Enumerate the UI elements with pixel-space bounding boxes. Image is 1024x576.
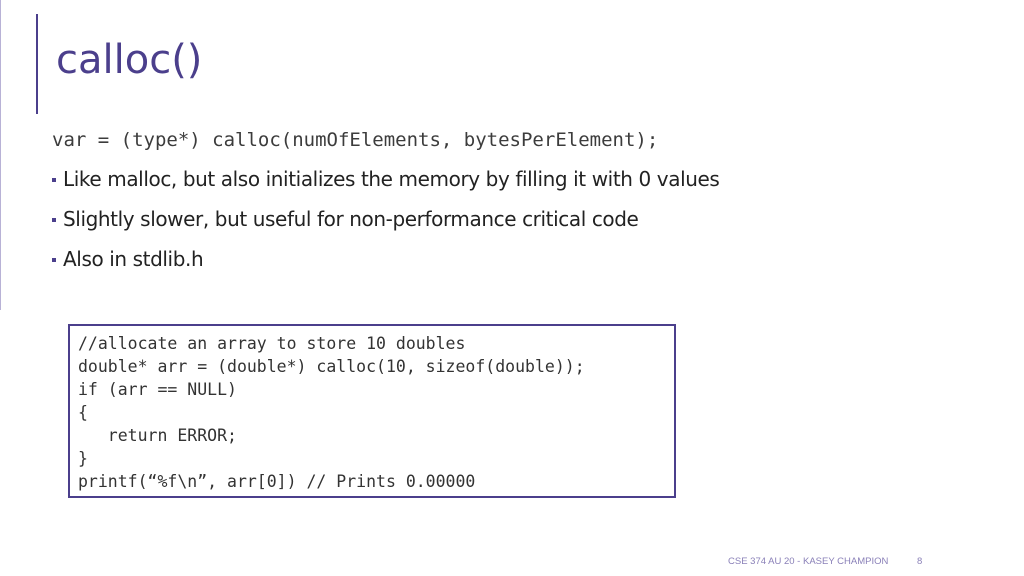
bullet-text: Slightly slower, but useful for non-perf… xyxy=(63,207,639,231)
footer-credit: CSE 374 AU 20 - KASEY CHAMPION xyxy=(728,556,889,567)
left-decorative-rule xyxy=(0,0,1,310)
title-accent-rule xyxy=(36,14,38,114)
code-line: //allocate an array to store 10 doubles xyxy=(78,334,466,353)
code-line: { xyxy=(78,403,88,422)
bullet-item: Like malloc, but also initializes the me… xyxy=(52,164,720,194)
code-line: } xyxy=(78,449,88,468)
calloc-signature: var = (type*) calloc(numOfElements, byte… xyxy=(52,129,659,151)
code-line: double* arr = (double*) calloc(10, sizeo… xyxy=(78,357,585,376)
bullet-square-icon xyxy=(52,217,56,222)
bullet-text: Also in stdlib.h xyxy=(63,247,204,271)
code-example-box: //allocate an array to store 10 doubles … xyxy=(68,324,676,498)
slide-page-number: 8 xyxy=(917,556,923,567)
slide-title: calloc() xyxy=(56,37,203,83)
bullet-item: Slightly slower, but useful for non-perf… xyxy=(52,204,719,234)
code-line: return ERROR; xyxy=(78,426,237,445)
bullet-text: Like malloc, but also initializes the me… xyxy=(63,167,720,191)
code-line: printf(“%f\n”, arr[0]) // Prints 0.00000 xyxy=(78,472,476,491)
bullet-square-icon xyxy=(52,257,56,262)
bullet-list: Like malloc, but also initializes the me… xyxy=(52,164,720,284)
code-line: if (arr == NULL) xyxy=(78,380,237,399)
bullet-item: Also in stdlib.h xyxy=(52,244,719,274)
bullet-square-icon xyxy=(52,177,56,182)
